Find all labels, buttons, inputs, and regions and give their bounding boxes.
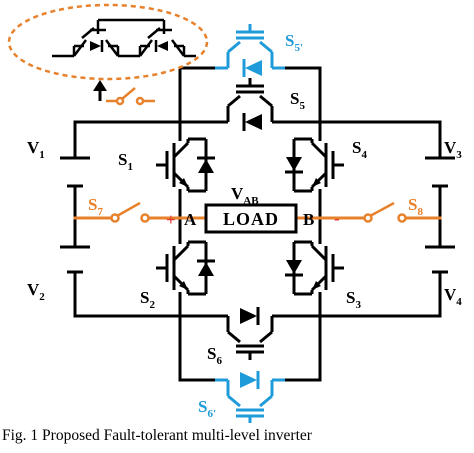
label-s5-prime: S5' xyxy=(285,31,303,54)
label-v1: V1 xyxy=(27,138,45,161)
label-s5: S5 xyxy=(290,89,305,112)
label-s1: S1 xyxy=(118,150,133,173)
label-s6-prime: S6' xyxy=(198,397,216,420)
label-v2: V2 xyxy=(27,280,45,303)
arrow-up-icon xyxy=(93,80,107,101)
label-plus: + xyxy=(166,210,176,229)
inset-bidirectional-switch xyxy=(52,18,196,58)
battery-v1 xyxy=(60,156,90,188)
label-s6: S6 xyxy=(207,344,222,367)
battery-v3 xyxy=(425,156,455,188)
label-s3: S3 xyxy=(346,288,361,311)
switch-s5 xyxy=(215,78,285,131)
switch-s2 xyxy=(154,240,217,296)
inset-orange-switch xyxy=(106,87,155,106)
switch-s3 xyxy=(283,240,346,296)
label-s8: S8 xyxy=(408,195,423,218)
inset-ellipse xyxy=(7,3,209,81)
label-node-a: A xyxy=(184,210,197,229)
label-vab: VAB xyxy=(231,184,259,207)
switch-s1 xyxy=(154,137,217,193)
figure-caption: Fig. 1 Proposed Fault-tolerant multi-lev… xyxy=(2,427,312,444)
inset-diode-right xyxy=(157,41,168,51)
switch-s5-prime xyxy=(215,24,285,77)
load-box xyxy=(204,203,298,234)
battery-v4 xyxy=(425,245,455,274)
load-label: LOAD xyxy=(223,209,279,229)
switch-s7 xyxy=(110,201,150,223)
label-v4: V4 xyxy=(444,285,462,308)
switch-s6-prime xyxy=(215,371,285,423)
label-v3: V3 xyxy=(444,138,462,161)
inset-diode-left xyxy=(90,41,101,51)
switch-s8 xyxy=(363,201,407,223)
label-s4: S4 xyxy=(352,138,367,161)
battery-v2 xyxy=(60,245,90,274)
label-minus: - xyxy=(334,209,340,228)
label-s2: S2 xyxy=(140,288,155,311)
switch-s6 xyxy=(215,307,285,360)
label-node-b: B xyxy=(303,210,314,229)
label-s7: S7 xyxy=(88,195,103,218)
switch-s4 xyxy=(283,137,346,193)
